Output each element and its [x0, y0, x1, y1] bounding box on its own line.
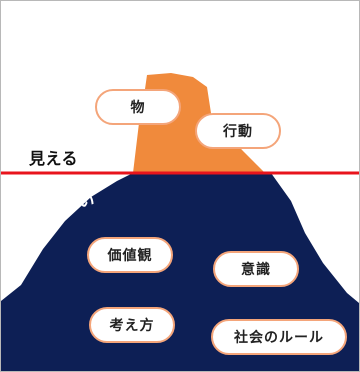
- item-shakai-no-rule: 社会のルール: [211, 319, 347, 355]
- visible-label: 見える: [29, 149, 79, 168]
- item-ishiki: 意識: [213, 251, 299, 287]
- item-kachikan: 価値観: [87, 237, 173, 273]
- item-kangaekata: 考え方: [89, 307, 175, 343]
- item-mono: 物: [95, 89, 181, 125]
- invisible-label: 見えない: [29, 191, 96, 210]
- item-koudou: 行動: [195, 113, 281, 149]
